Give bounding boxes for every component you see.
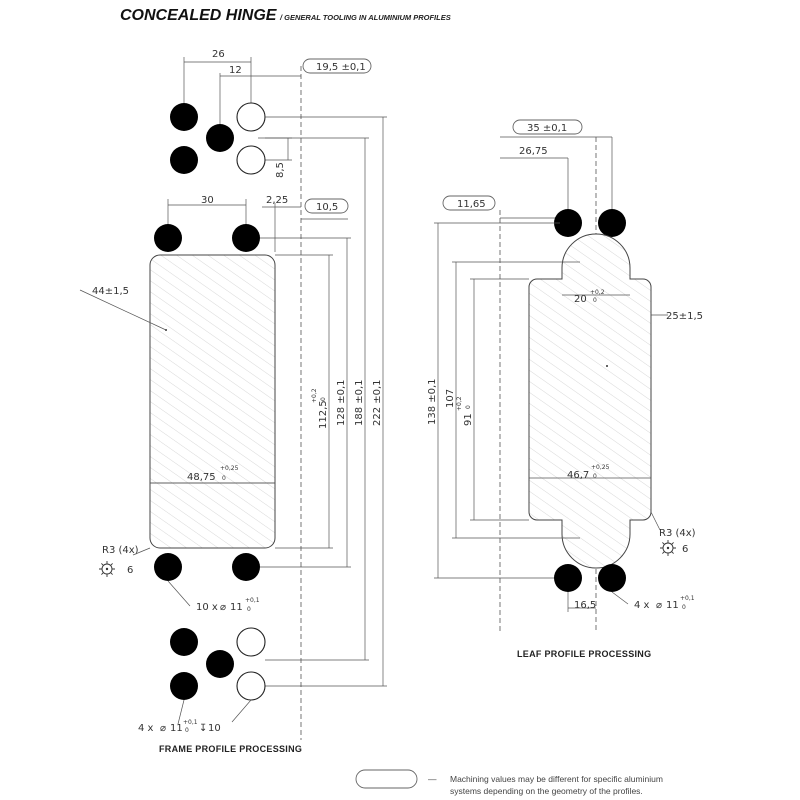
frame-bottom-holes-depth: 10: [208, 723, 221, 734]
frame-hole-filled: [232, 224, 260, 252]
dim-35-pill: [512, 119, 583, 135]
frame-hole-filled: [206, 650, 234, 678]
frame-hole-filled: [170, 103, 198, 131]
dim-20: 20: [574, 294, 587, 305]
frame-hole-filled: [154, 224, 182, 252]
frame-hole-filled: [154, 553, 182, 581]
leaf-holes-tol-upper: +0,1: [680, 595, 695, 602]
leaf-tool-size: 6: [682, 544, 688, 555]
dim-26-75: 26,75: [519, 146, 548, 157]
frame-hole-filled: [206, 124, 234, 152]
header: CONCEALED HINGE / GENERAL TOOLING IN ALU…: [120, 7, 451, 24]
dim-11-65: 11,65: [457, 199, 486, 210]
dim-19-5-pill: [302, 58, 372, 74]
dim-35: 35 ±0,1: [527, 123, 567, 134]
dim-11-65-pill: [442, 195, 496, 211]
leaf-holes-dia: 11: [666, 600, 679, 611]
note-line-2: systems depending on the geometry of the…: [450, 786, 643, 796]
diameter-icon: ⌀: [220, 602, 226, 613]
dim-46-7-tol-lower: 0: [593, 473, 597, 480]
frame-hole-open: [236, 102, 266, 132]
dim-depth-44: 44±1,5: [92, 286, 129, 297]
dim-112-5-tol-upper: +0,2: [311, 388, 318, 403]
leaf-hole-filled: [598, 564, 626, 592]
dim-8-5: 8,5: [275, 162, 286, 178]
dim-91-tol-upper: +0,2: [456, 396, 463, 411]
dim-16-5: 16,5: [574, 600, 596, 611]
frame-holes-dia: 11: [230, 602, 243, 613]
frame-hole-filled: [170, 628, 198, 656]
frame-profile-section: [149, 254, 276, 549]
dim-19-5: 19,5 ±0,1: [316, 62, 366, 73]
dim-2-25: 2,25: [266, 195, 288, 206]
note-line-1: Machining values may be different for sp…: [450, 774, 663, 784]
dim-depth-25: 25±1,5: [666, 311, 703, 322]
leaf-radius-label: R3 (4x): [659, 528, 696, 539]
leaf-hole-filled: [554, 564, 582, 592]
legend-dash: —: [428, 774, 437, 784]
dim-10-5: 10,5: [316, 202, 338, 213]
dim-12: 12: [229, 65, 242, 76]
diameter-icon: ⌀: [160, 723, 166, 734]
dim-48-75-tol-upper: +0,25: [220, 465, 239, 472]
frame-tool-size: 6: [127, 565, 133, 576]
drill-tool-icon: [660, 540, 676, 556]
frame-holes-tol-upper: +0,1: [245, 597, 260, 604]
dim-10-5-pill: [304, 198, 349, 214]
frame-bottom-holes-dia: 11: [170, 723, 183, 734]
dim-20-tol-upper: +0,2: [590, 289, 605, 296]
frame-hole-open: [236, 145, 266, 175]
diameter-icon: ⌀: [656, 600, 662, 611]
frame-drawing: 26 12 19,5 ±0,1 8,5 30 2,25 10,5: [79, 49, 387, 754]
dim-112-5: 112,5: [318, 400, 329, 429]
dim-188: 188 ±0,1: [354, 379, 365, 426]
dim-91-tol-lower: 0: [465, 405, 472, 409]
frame-hole-filled: [170, 146, 198, 174]
leaf-holes-tol-lower: 0: [682, 604, 686, 611]
dim-48-75-tol-lower: 0: [222, 475, 226, 482]
frame-hole-filled: [232, 553, 260, 581]
dim-138: 138 ±0,1: [427, 378, 438, 425]
dim-107: 107: [445, 389, 456, 408]
frame-hole-open: [236, 627, 266, 657]
dim-91: 91: [463, 413, 474, 426]
leaf-holes-count: 4 x: [634, 600, 650, 611]
drawing-title: CONCEALED HINGE: [120, 7, 278, 24]
leaf-hole-filled: [554, 209, 582, 237]
dim-46-7: 46,7: [567, 470, 589, 481]
dim-222: 222 ±0,1: [372, 379, 383, 426]
dim-48-75: 48,75: [187, 472, 216, 483]
leaf-hole-filled: [598, 209, 626, 237]
drill-tool-icon: [99, 561, 115, 577]
frame-bottom-holes-tol-upper: +0,1: [183, 719, 198, 726]
dim-26: 26: [212, 49, 225, 60]
footer-note: — Machining values may be different for …: [355, 769, 663, 796]
frame-holes-count: 10 x: [196, 602, 218, 613]
dim-128: 128 ±0,1: [336, 379, 347, 426]
drawing-subtitle: / GENERAL TOOLING IN ALUMINIUM PROFILES: [279, 13, 451, 22]
frame-hole-open: [236, 671, 266, 701]
frame-hole-filled: [170, 672, 198, 700]
frame-bottom-holes-count: 4 x: [138, 723, 154, 734]
leaf-drawing: 35 ±0,1 26,75 11,65 20 +0,2 0 25±1,5 46,…: [427, 119, 703, 659]
leaf-caption: LEAF PROFILE PROCESSING: [517, 649, 651, 659]
leaf-profile-section: [528, 233, 652, 569]
frame-caption: FRAME PROFILE PROCESSING: [159, 744, 302, 754]
frame-bottom-holes-tol-lower: 0: [185, 727, 189, 734]
dim-46-7-tol-upper: +0,25: [591, 464, 610, 471]
dim-20-tol-lower: 0: [593, 297, 597, 304]
frame-holes-tol-lower: 0: [247, 606, 251, 613]
frame-radius-label: R3 (4x): [102, 545, 139, 556]
dim-30: 30: [201, 195, 214, 206]
depth-icon: ↧: [199, 723, 207, 734]
dim-112-5-tol-lower: 0: [320, 397, 327, 401]
legend-pill: [355, 769, 418, 789]
